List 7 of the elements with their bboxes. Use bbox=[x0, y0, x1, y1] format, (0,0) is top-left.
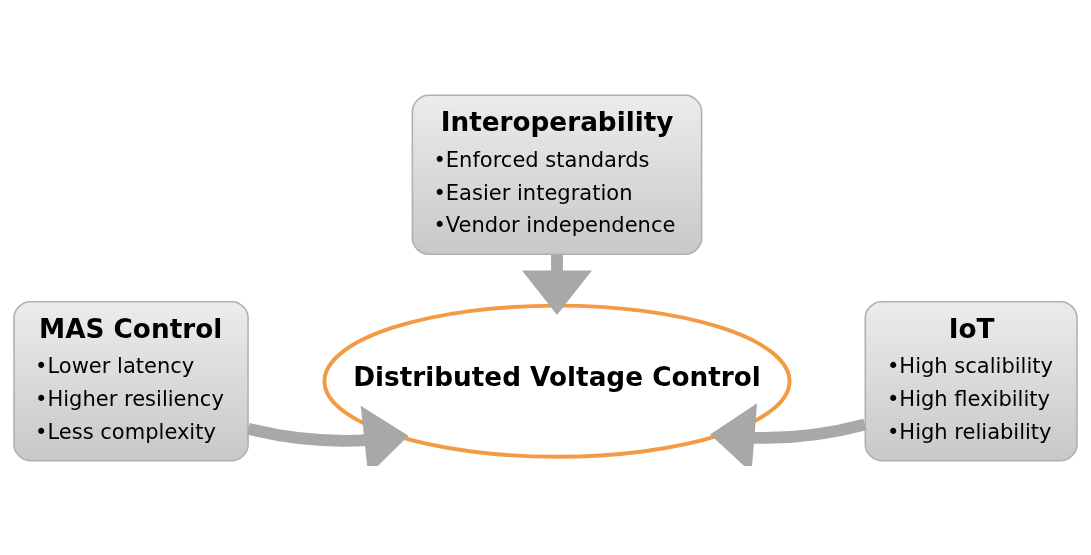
node-box: IoT •High scalibility •High flexibility •High reliability bbox=[864, 300, 1078, 462]
node-box: Interoperability •Enforced standards •Easier integration •Vendor independence bbox=[411, 93, 703, 255]
arrow bbox=[710, 402, 867, 466]
node-box: MAS Control •Lower latency •Higher resiliency •Less complexity bbox=[13, 300, 249, 462]
arrow bbox=[522, 254, 592, 315]
arrow bbox=[246, 405, 409, 466]
node-ellipse: Distributed Voltage Control bbox=[322, 303, 792, 459]
